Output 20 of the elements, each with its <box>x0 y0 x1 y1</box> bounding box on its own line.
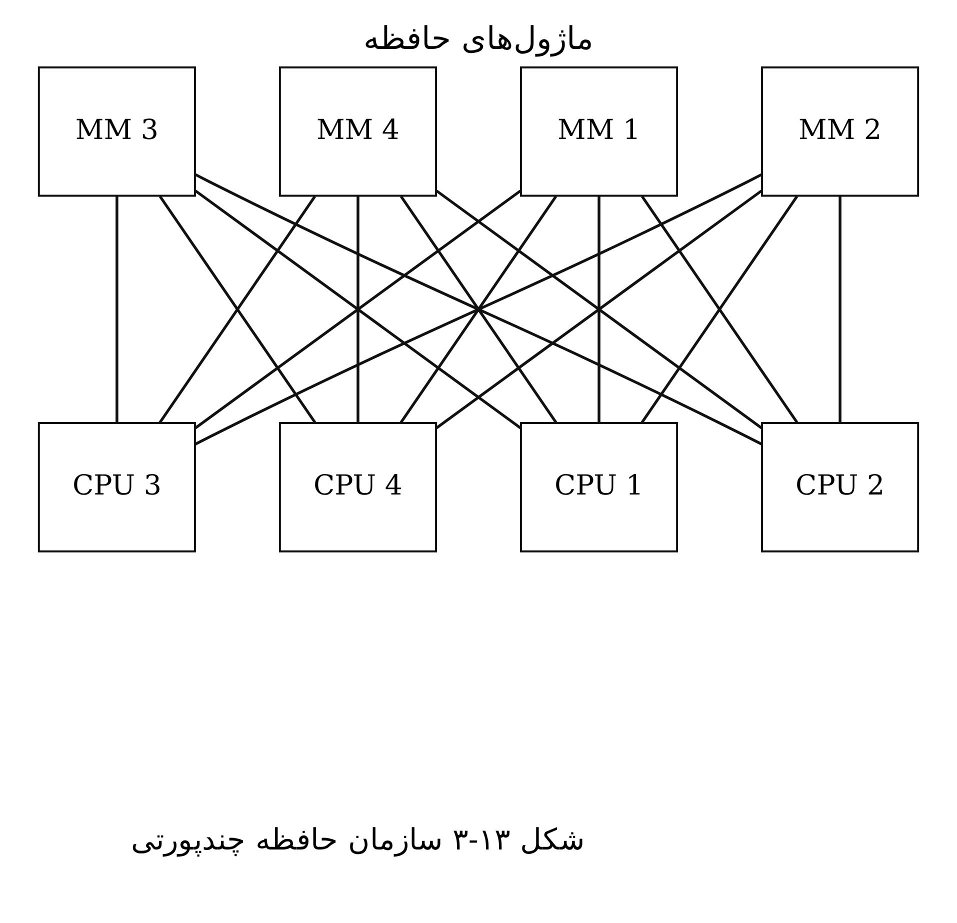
connector <box>598 196 600 423</box>
connector <box>838 196 842 423</box>
connector <box>640 196 798 424</box>
connector <box>400 196 558 424</box>
connector <box>356 196 360 423</box>
node-box: CPU 3 <box>38 422 196 552</box>
connector <box>436 190 762 430</box>
node-box: MM 1 <box>520 66 678 197</box>
diagram-title: ماژول‌های حافظه <box>363 21 594 58</box>
connector <box>194 173 762 446</box>
node-box: MM 2 <box>761 66 920 197</box>
connector <box>194 190 522 430</box>
node-box: CPU 4 <box>278 422 437 552</box>
node-box: CPU 1 <box>520 422 678 552</box>
connector <box>158 196 316 424</box>
connector <box>116 196 118 423</box>
node-box: CPU 2 <box>761 422 920 552</box>
node-box: MM 4 <box>278 66 437 197</box>
node-box: MM 3 <box>38 66 196 197</box>
caption: شکل ۱۳-۳ سازمان حافظه چندپورتی <box>131 822 585 857</box>
